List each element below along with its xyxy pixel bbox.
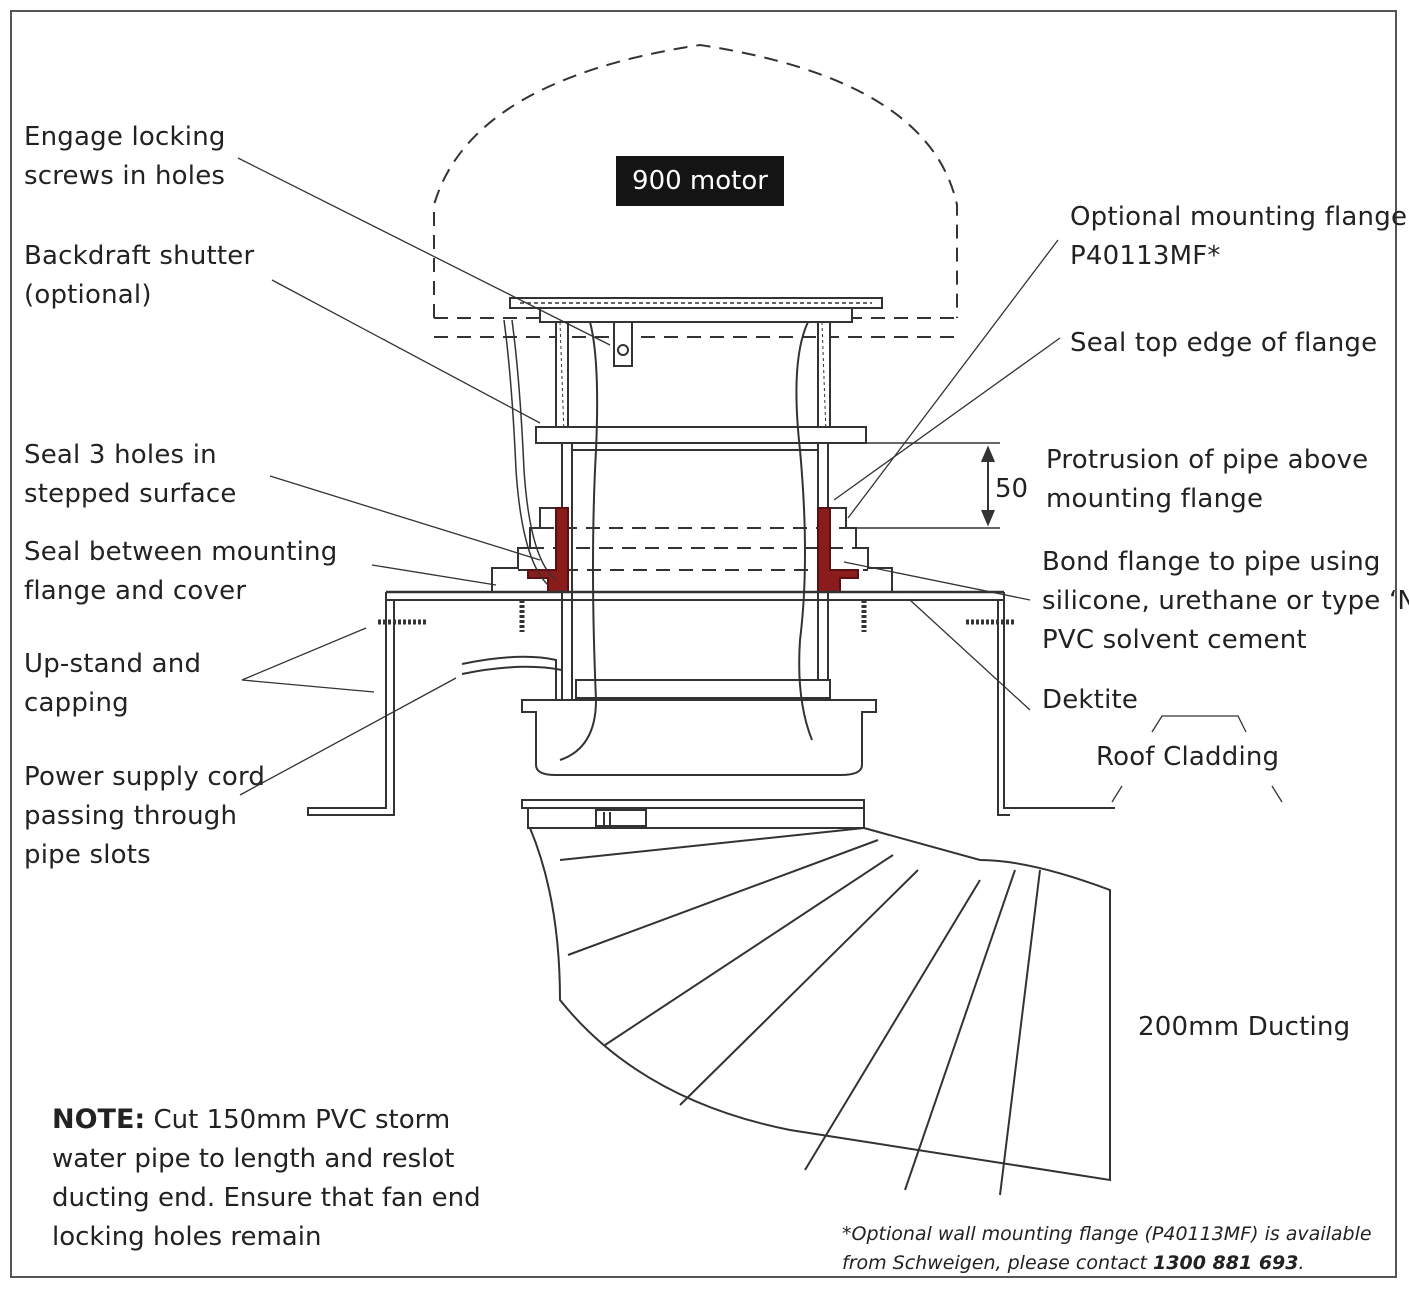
motor-label: 900 motor [616, 156, 784, 206]
lower-housing [521, 699, 877, 776]
leader-engage [237, 157, 611, 346]
upstand-left [307, 592, 395, 816]
leader-dektite [909, 599, 1031, 711]
leader-bond [843, 561, 1031, 601]
leader-seal3 [269, 475, 541, 561]
note-heading: NOTE: [52, 1104, 146, 1135]
upstand-right [997, 592, 1115, 816]
label-backdraft-shutter: Backdraft shutter(optional) [24, 241, 255, 310]
label-dektite: Dektite [1042, 685, 1139, 715]
leader-backdraft [271, 279, 541, 424]
cord-loop-left [511, 319, 557, 581]
duct-connector [527, 807, 865, 829]
note-line-3: ducting end. Ensure that fan end [52, 1183, 481, 1213]
note-line-2: water pipe to length and reslot [52, 1144, 455, 1174]
diagram-frame [10, 10, 1397, 1278]
dimension-label: 50 [995, 474, 1029, 504]
leader-upstand-b [241, 679, 375, 693]
label-seal-top-edge: Seal top edge of flange [1070, 328, 1378, 358]
leader-upstand-a [241, 627, 367, 681]
leader-power [239, 677, 457, 796]
collar [575, 679, 831, 699]
footnote-line-1: *Optional wall mounting flange (P40113MF… [842, 1223, 1372, 1245]
power-cord [461, 655, 557, 700]
leader-seal-between [371, 564, 497, 586]
motor-dome-outline [433, 43, 958, 318]
backdraft-shutter [535, 426, 867, 444]
note-line-1: Cut 150mm PVC storm [145, 1105, 451, 1135]
note-line-4: locking holes remain [52, 1222, 322, 1252]
label-roof-cladding: Roof Cladding [1096, 742, 1280, 772]
duct-connector-top [521, 799, 865, 809]
flex-ducting [529, 827, 1111, 1182]
installation-note: NOTE: Cut 150mm PVC storm water pipe to … [52, 1100, 481, 1257]
leader-seal-top [833, 337, 1061, 501]
leader-optional [847, 239, 1059, 519]
contact-phone: 1300 881 693 [1153, 1252, 1299, 1274]
leader-cladding [1151, 715, 1247, 733]
locking-screw [617, 344, 629, 356]
fan-plate-lower [539, 307, 853, 323]
label-ducting: 200mm Ducting [1138, 1012, 1351, 1042]
footnote: *Optional wall mounting flange (P40113MF… [842, 1220, 1372, 1278]
